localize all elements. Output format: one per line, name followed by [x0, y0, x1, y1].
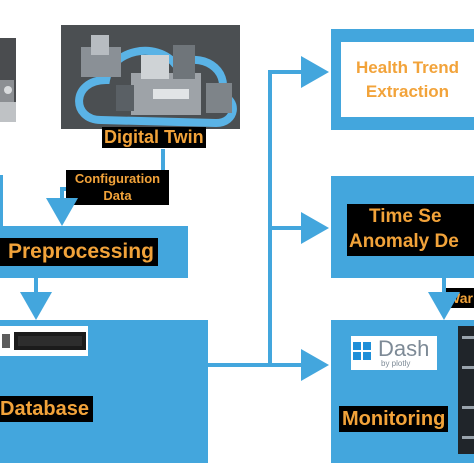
- health-trend-line2: Extraction: [365, 82, 450, 101]
- database-node: Database: [0, 320, 208, 463]
- configuration-data-line1: Configuration: [74, 171, 161, 186]
- health-trend-inner: Health Trend Extraction: [341, 42, 474, 117]
- database-logo: [0, 326, 88, 356]
- monitoring-label: Monitoring: [339, 406, 449, 432]
- monitoring-node: Dash by plotly Monitoring: [331, 320, 474, 463]
- time-series-label: Time Se Anomaly De: [347, 204, 474, 256]
- digital-twin-label: Digital Twin: [102, 127, 206, 148]
- machine-photo-left: [0, 38, 16, 122]
- health-trend-node: Health Trend Extraction: [331, 29, 474, 130]
- preprocessing-label: Preprocessing: [0, 238, 158, 266]
- configuration-data-label: Configuration Data: [66, 170, 169, 205]
- warning-label: War: [444, 288, 474, 308]
- time-series-node: Time Se Anomaly De: [331, 176, 474, 278]
- monitoring-screenshot: [458, 326, 474, 454]
- database-logo-graphic: [0, 326, 88, 356]
- monitoring-screenshot-graphic: [458, 326, 474, 454]
- preprocessing-node: Preprocessing: [0, 226, 188, 278]
- machine-photo-left-graphic: [0, 38, 16, 122]
- dash-logo-subtext: by plotly: [381, 359, 411, 368]
- dash-logo: Dash by plotly: [351, 336, 437, 370]
- digital-twin-image: [61, 25, 240, 129]
- dash-logo-icon: [351, 336, 375, 370]
- configuration-data-line2: Data: [103, 188, 132, 203]
- time-series-line2: Anomaly De: [349, 231, 459, 252]
- health-trend-line1: Health Trend: [356, 58, 459, 77]
- dash-logo-text: Dash: [378, 336, 430, 361]
- time-series-line1: Time Se: [369, 206, 442, 227]
- digital-twin-graphic: [61, 25, 240, 129]
- database-label: Database: [0, 396, 93, 422]
